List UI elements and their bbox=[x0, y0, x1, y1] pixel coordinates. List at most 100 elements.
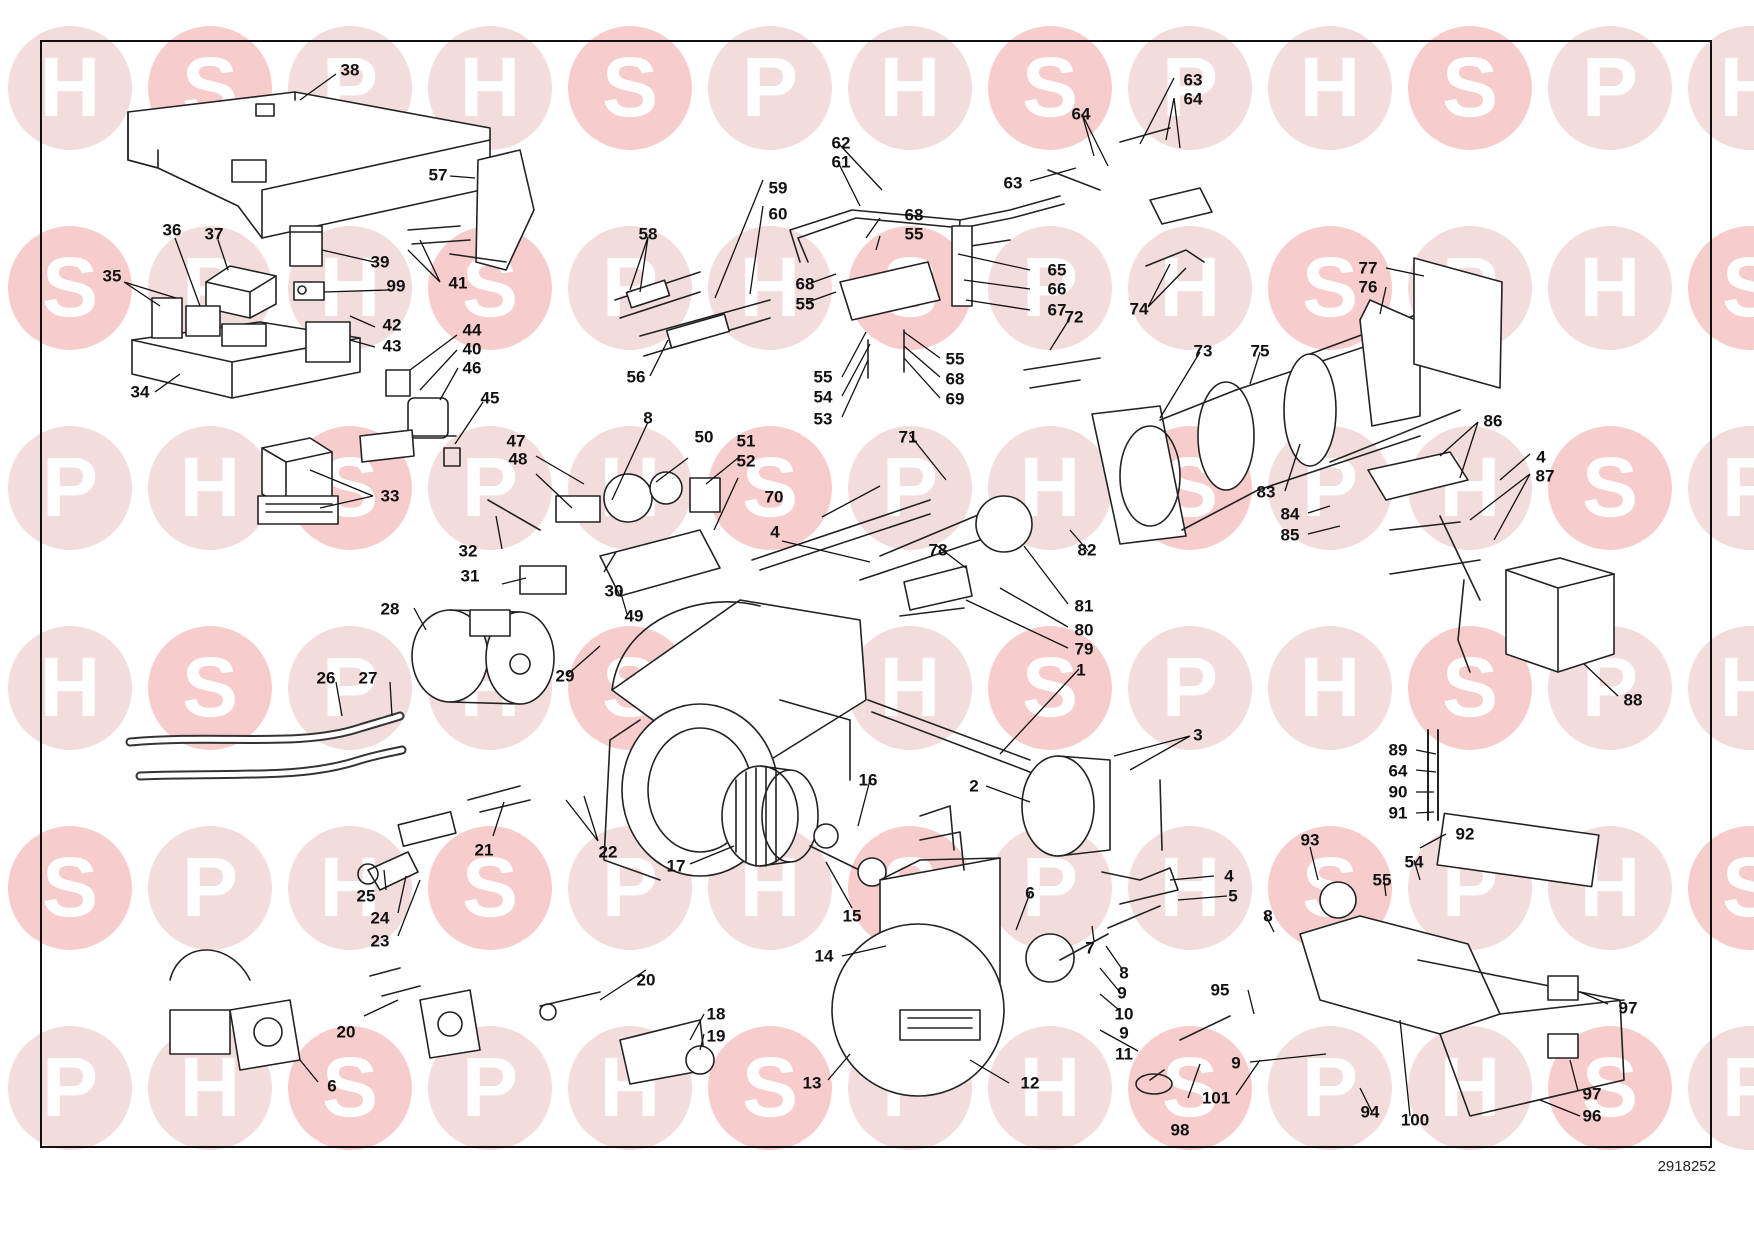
callout-label-82: 82 bbox=[1077, 540, 1097, 560]
callout-label-96: 96 bbox=[1582, 1106, 1602, 1126]
callout-label-54: 54 bbox=[813, 387, 833, 407]
callout-label-64: 64 bbox=[1388, 761, 1408, 781]
callout-label-39: 39 bbox=[370, 252, 390, 272]
watermark-letter: H bbox=[320, 840, 381, 934]
watermark-circle bbox=[848, 26, 972, 150]
relay-39 bbox=[289, 225, 323, 267]
callout-label-67: 67 bbox=[1047, 300, 1067, 320]
callout-label-62: 62 bbox=[831, 133, 851, 153]
bracket-45 bbox=[359, 429, 461, 467]
callout-label-33: 33 bbox=[380, 486, 400, 506]
callout-label-50: 50 bbox=[694, 427, 714, 447]
callout-label-16: 16 bbox=[858, 770, 878, 790]
watermark-circle bbox=[148, 626, 272, 750]
socket-99 bbox=[293, 281, 325, 301]
watermark-letter: S bbox=[1022, 640, 1078, 734]
watermark-circle bbox=[288, 826, 412, 950]
watermark-letter: S bbox=[42, 840, 98, 934]
callout-label-75: 75 bbox=[1250, 341, 1270, 361]
callout-label-19: 19 bbox=[706, 1026, 726, 1046]
coupling bbox=[809, 823, 887, 887]
watermark-circle bbox=[148, 826, 272, 950]
callout-label-10: 10 bbox=[1114, 1004, 1134, 1024]
watermark-circle bbox=[1688, 26, 1754, 150]
watermark-letter: S bbox=[42, 240, 98, 334]
watermark-letter: H bbox=[1020, 1040, 1081, 1134]
callout-label-100: 100 bbox=[1400, 1110, 1430, 1130]
pump-20 bbox=[369, 967, 481, 1059]
watermark-letter: H bbox=[1300, 40, 1361, 134]
watermark-letter: H bbox=[40, 640, 101, 734]
callout-label-55: 55 bbox=[813, 367, 833, 387]
watermark-circle bbox=[1548, 226, 1672, 350]
callout-label-11: 11 bbox=[1115, 1044, 1133, 1064]
watermark-circle bbox=[8, 826, 132, 950]
callout-label-9: 9 bbox=[1117, 983, 1127, 1003]
leader-lines bbox=[123, 73, 1619, 1117]
watermark-letter: S bbox=[602, 40, 658, 134]
callout-label-21: 21 bbox=[474, 840, 494, 860]
callout-label-5: 5 bbox=[1228, 886, 1238, 906]
callout-label-66: 66 bbox=[1047, 279, 1067, 299]
oil-connections bbox=[1059, 867, 1179, 961]
callout-label-35: 35 bbox=[102, 266, 122, 286]
callout-label-52: 52 bbox=[736, 451, 756, 471]
control-box-cover bbox=[127, 91, 491, 239]
callout-label-101: 101 bbox=[1201, 1088, 1231, 1108]
watermark-letter: P bbox=[742, 40, 798, 134]
callout-label-68: 68 bbox=[795, 274, 815, 294]
callout-label-40: 40 bbox=[462, 339, 482, 359]
watermark-circle bbox=[1688, 226, 1754, 350]
watermark-circle bbox=[848, 626, 972, 750]
callout-label-3: 3 bbox=[1193, 725, 1203, 745]
callout-label-6: 6 bbox=[1025, 883, 1035, 903]
watermark-letter: P bbox=[1722, 1040, 1754, 1134]
callout-label-64: 64 bbox=[1183, 89, 1203, 109]
watermark-letter: S bbox=[1442, 40, 1498, 134]
watermark-letter: P bbox=[462, 1040, 518, 1134]
ignition-rods bbox=[751, 499, 991, 581]
watermark-letter: P bbox=[182, 840, 238, 934]
watermark-letter: P bbox=[322, 640, 378, 734]
watermark-circle bbox=[1128, 226, 1252, 350]
callout-label-8: 8 bbox=[643, 408, 653, 428]
callout-label-30: 30 bbox=[604, 581, 624, 601]
oil-hoses bbox=[125, 711, 407, 781]
watermark-letter: H bbox=[880, 40, 941, 134]
watermark-circle bbox=[708, 226, 832, 350]
callout-label-15: 15 bbox=[842, 906, 862, 926]
watermark-circle bbox=[988, 826, 1112, 950]
reference-code: 2918252 bbox=[1657, 1158, 1716, 1175]
callout-label-86: 86 bbox=[1483, 411, 1503, 431]
nozzle-assembly bbox=[614, 271, 771, 357]
fan-wheel-17 bbox=[721, 765, 819, 867]
callout-label-4: 4 bbox=[1224, 866, 1234, 886]
watermark-letter: H bbox=[1440, 1040, 1501, 1134]
callout-label-8: 8 bbox=[1119, 963, 1129, 983]
watermark-letter: H bbox=[320, 240, 381, 334]
solenoid-40-46 bbox=[399, 397, 457, 439]
callout-label-98: 98 bbox=[1170, 1120, 1190, 1140]
callout-label-49: 49 bbox=[624, 606, 644, 626]
callout-label-65: 65 bbox=[1047, 260, 1067, 280]
callout-label-9: 9 bbox=[1231, 1053, 1241, 1073]
callout-label-74: 74 bbox=[1129, 299, 1149, 319]
callout-label-94: 94 bbox=[1360, 1102, 1380, 1122]
watermark-letter: S bbox=[462, 840, 518, 934]
watermark-letter: P bbox=[42, 1040, 98, 1134]
watermark-letter: H bbox=[1720, 40, 1754, 134]
pump-6-assembly bbox=[169, 949, 301, 1071]
callout-label-44: 44 bbox=[462, 320, 482, 340]
rod-72 bbox=[1023, 357, 1101, 389]
callout-label-56: 56 bbox=[626, 367, 646, 387]
watermark-circle bbox=[848, 426, 972, 550]
callout-label-95: 95 bbox=[1210, 980, 1230, 1000]
callout-label-58: 58 bbox=[638, 224, 658, 244]
air-linkage bbox=[1367, 451, 1481, 673]
callout-label-90: 90 bbox=[1388, 782, 1408, 802]
callout-label-34: 34 bbox=[130, 382, 150, 402]
watermark-circle bbox=[568, 26, 692, 150]
watermark-circle bbox=[1688, 826, 1754, 950]
callout-label-4: 4 bbox=[770, 522, 780, 542]
callout-label-51: 51 bbox=[736, 431, 756, 451]
